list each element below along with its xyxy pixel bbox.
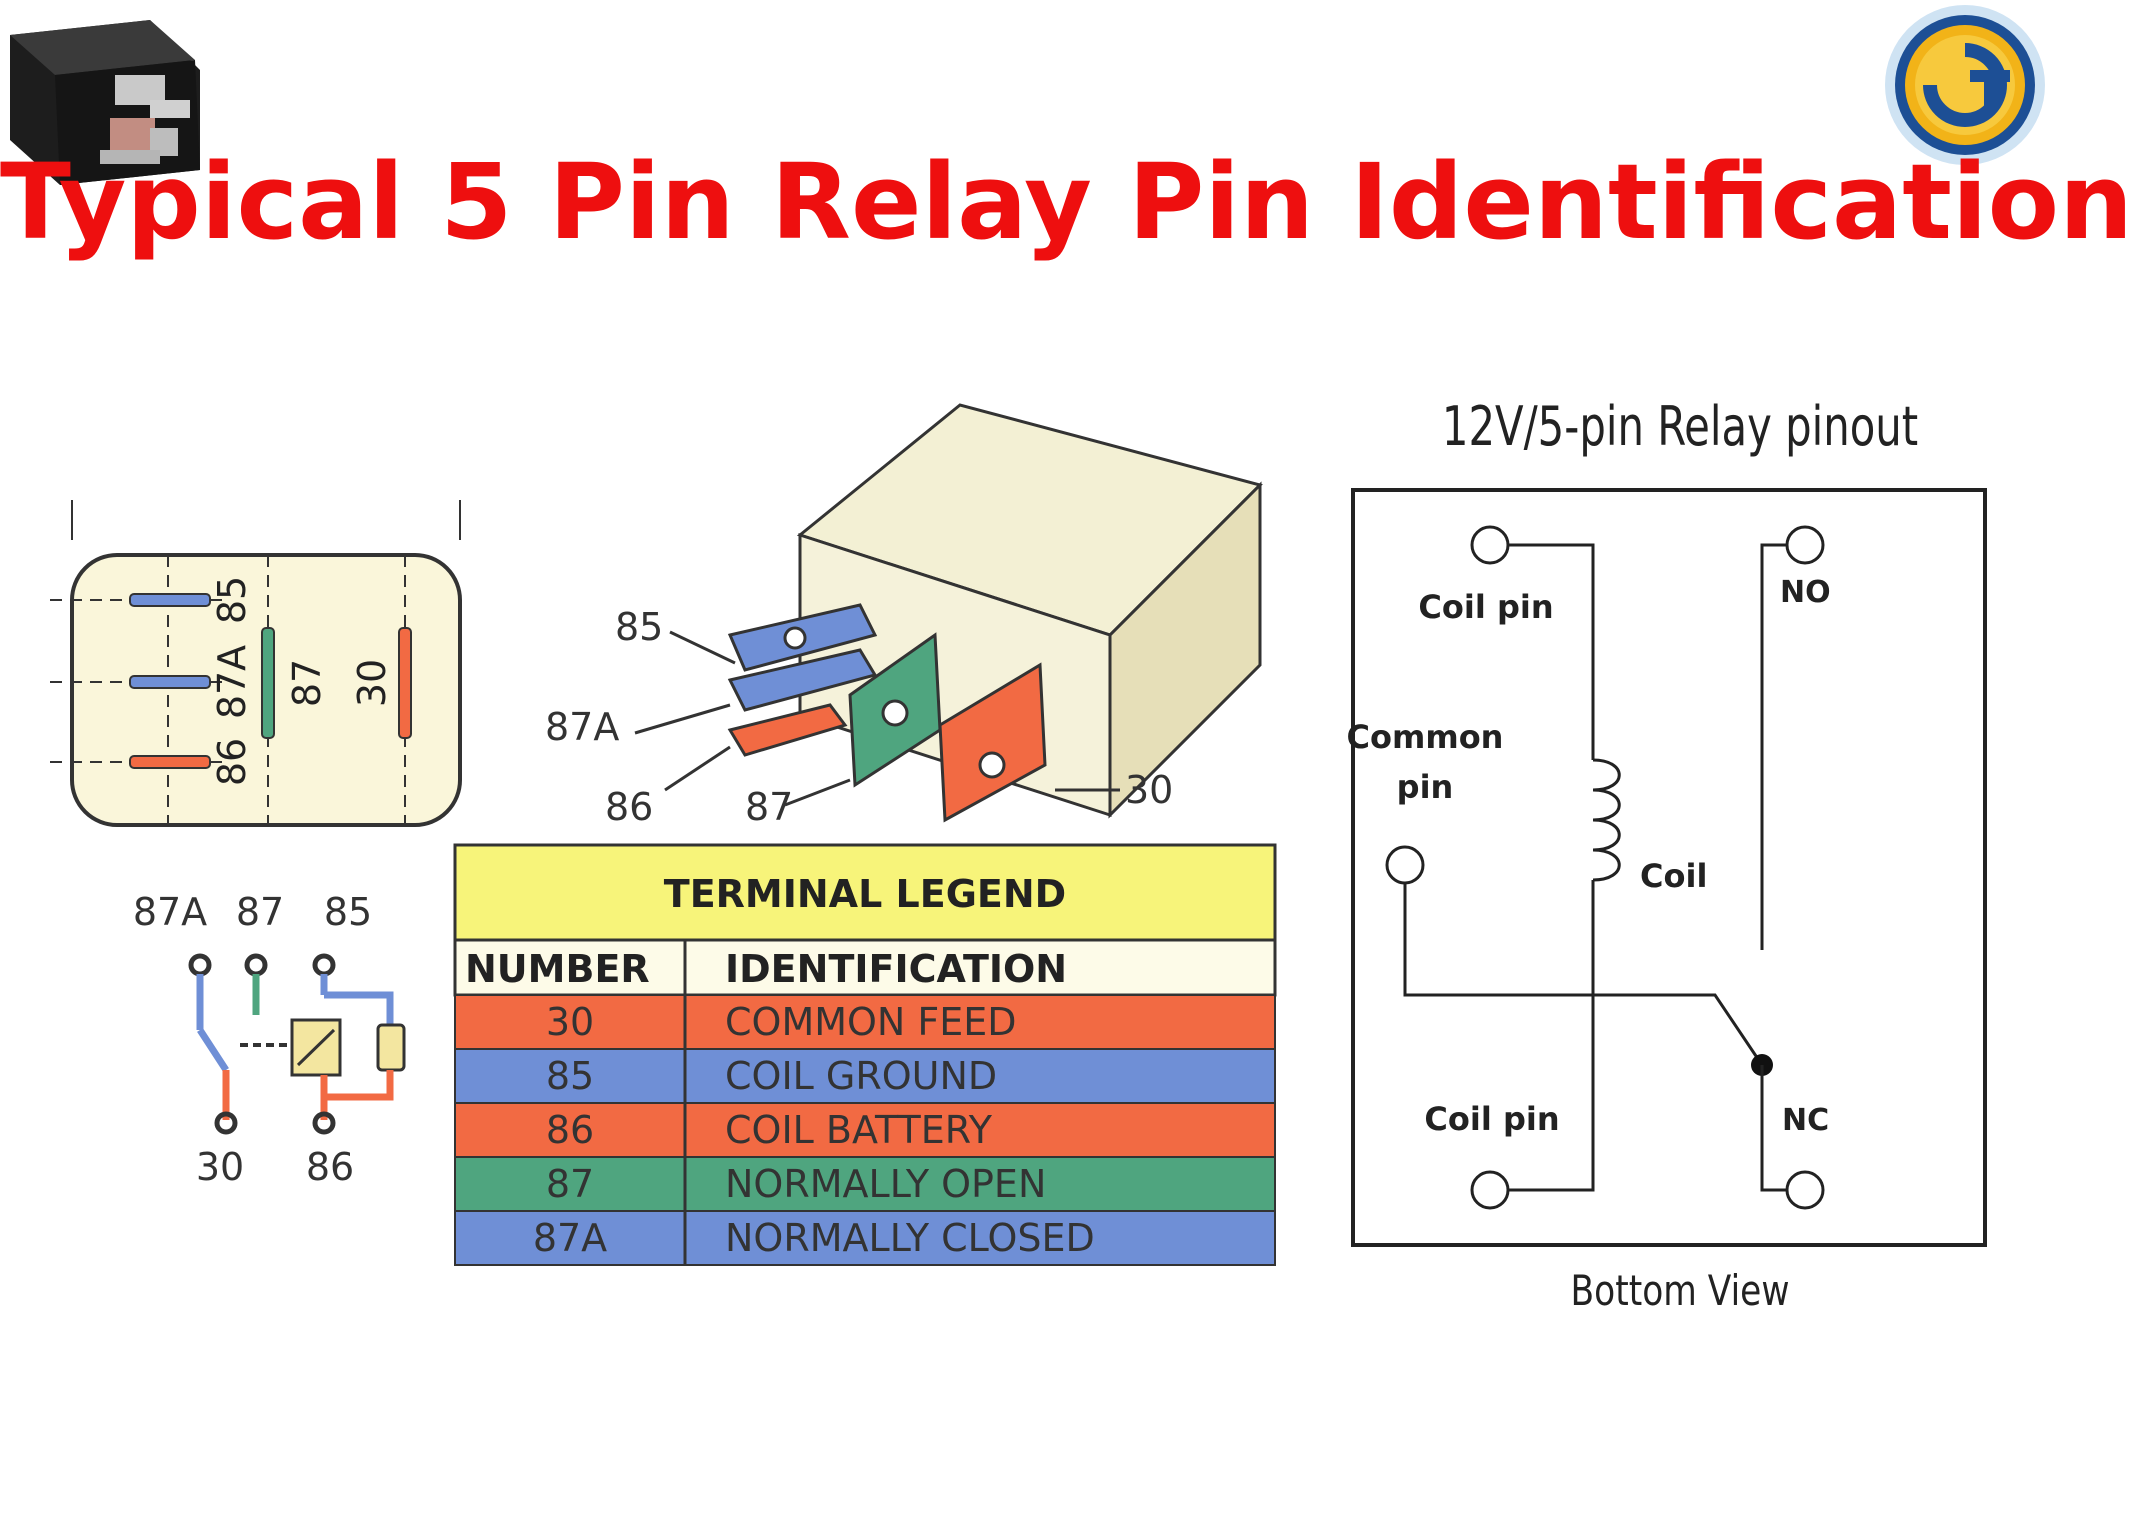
relay-3d-label-30: 30	[1125, 768, 1173, 812]
schematic-label-87a: 87A	[133, 890, 207, 934]
legend-row: 86 COIL BATTERY	[454, 1102, 1276, 1158]
relay-schematic: 87A 87 85 30 86	[133, 890, 406, 1189]
nc-terminal	[1785, 1170, 1825, 1210]
legend-row-number: 30	[546, 1000, 594, 1044]
legend-row: 87A NORMALLY CLOSED	[454, 1210, 1276, 1266]
schematic-label-86: 86	[306, 1145, 354, 1189]
pin-face-diagram: 85 87A 86 87 30	[50, 500, 462, 827]
pin-face-label-86: 86	[210, 738, 254, 786]
coil-symbol	[1592, 758, 1621, 882]
legend-row-number: 85	[546, 1054, 594, 1098]
relay-3d-label-85: 85	[615, 605, 663, 649]
coil-pin-top-label: Coil pin	[1418, 588, 1553, 626]
coil-pin-bottom-terminal	[1470, 1170, 1510, 1210]
relay-3d-label-86: 86	[605, 785, 653, 829]
pinout-diagram: Coil pin NO Common pin Coil Coil pin NC	[1347, 488, 1987, 1247]
nc-label: NC	[1782, 1103, 1829, 1138]
legend-row-background	[454, 994, 1276, 1050]
common-pin-label-line1: Common	[1347, 718, 1504, 756]
pin-face-label-87: 87	[285, 659, 329, 707]
pin-87a-slot	[129, 675, 211, 689]
bottom-view-caption: Bottom View	[1570, 1266, 1790, 1315]
legend-row-number: 87	[546, 1162, 594, 1206]
legend-row-number: 87A	[533, 1216, 607, 1260]
legend-row-background	[454, 1048, 1276, 1104]
pin-85-slot	[129, 593, 211, 607]
coil-label: Coil	[1640, 857, 1707, 895]
legend-row-background	[454, 1102, 1276, 1158]
relay-photo	[0, 0, 225, 190]
pin-30-slot	[398, 627, 412, 739]
common-pin-terminal	[1385, 845, 1425, 885]
brand-logo	[1885, 5, 2045, 165]
pinout-title: 12V/5-pin Relay pinout	[1441, 395, 1919, 458]
legend-row-background	[454, 1210, 1276, 1266]
relay-3d-illustration: 85 87A 86 87 30	[545, 403, 1263, 829]
terminal-legend-table: TERMINAL LEGEND NUMBER IDENTIFICATION 30…	[453, 843, 1277, 1266]
legend-header-number: NUMBER	[465, 947, 650, 991]
legend-row: 30 COMMON FEED	[454, 994, 1276, 1050]
pin-face-label-30: 30	[350, 659, 394, 707]
legend-row-identification: NORMALLY CLOSED	[725, 1216, 1095, 1260]
schematic-label-30: 30	[196, 1145, 244, 1189]
page-title: Typical 5 Pin Relay Pin Identification	[0, 141, 2133, 263]
relay-3d-label-87: 87	[745, 785, 793, 829]
pin-face-label-87a: 87A	[210, 645, 254, 719]
legend-row-identification: COMMON FEED	[725, 1000, 1017, 1044]
no-label: NO	[1780, 575, 1831, 610]
legend-row-identification: COIL GROUND	[725, 1054, 997, 1098]
coil-pin-bottom-label: Coil pin	[1424, 1100, 1559, 1138]
relay-3d-label-87a: 87A	[545, 705, 619, 749]
common-pin-label-line2: pin	[1397, 768, 1454, 806]
pin-87-slot	[261, 627, 275, 739]
legend-row: 87 NORMALLY OPEN	[454, 1156, 1276, 1212]
legend-row-identification: COIL BATTERY	[725, 1108, 993, 1152]
no-terminal	[1785, 525, 1825, 565]
schematic-label-87: 87	[236, 890, 284, 934]
coil-pin-top-terminal	[1470, 525, 1510, 565]
legend-title: TERMINAL LEGEND	[664, 872, 1066, 916]
schematic-label-85: 85	[324, 890, 372, 934]
legend-row-identification: NORMALLY OPEN	[725, 1162, 1046, 1206]
legend-row: 85 COIL GROUND	[454, 1048, 1276, 1104]
legend-row-number: 86	[546, 1108, 594, 1152]
pin-face-label-85: 85	[210, 576, 254, 624]
pin-86-slot	[129, 755, 211, 769]
legend-header-identification: IDENTIFICATION	[725, 947, 1067, 991]
